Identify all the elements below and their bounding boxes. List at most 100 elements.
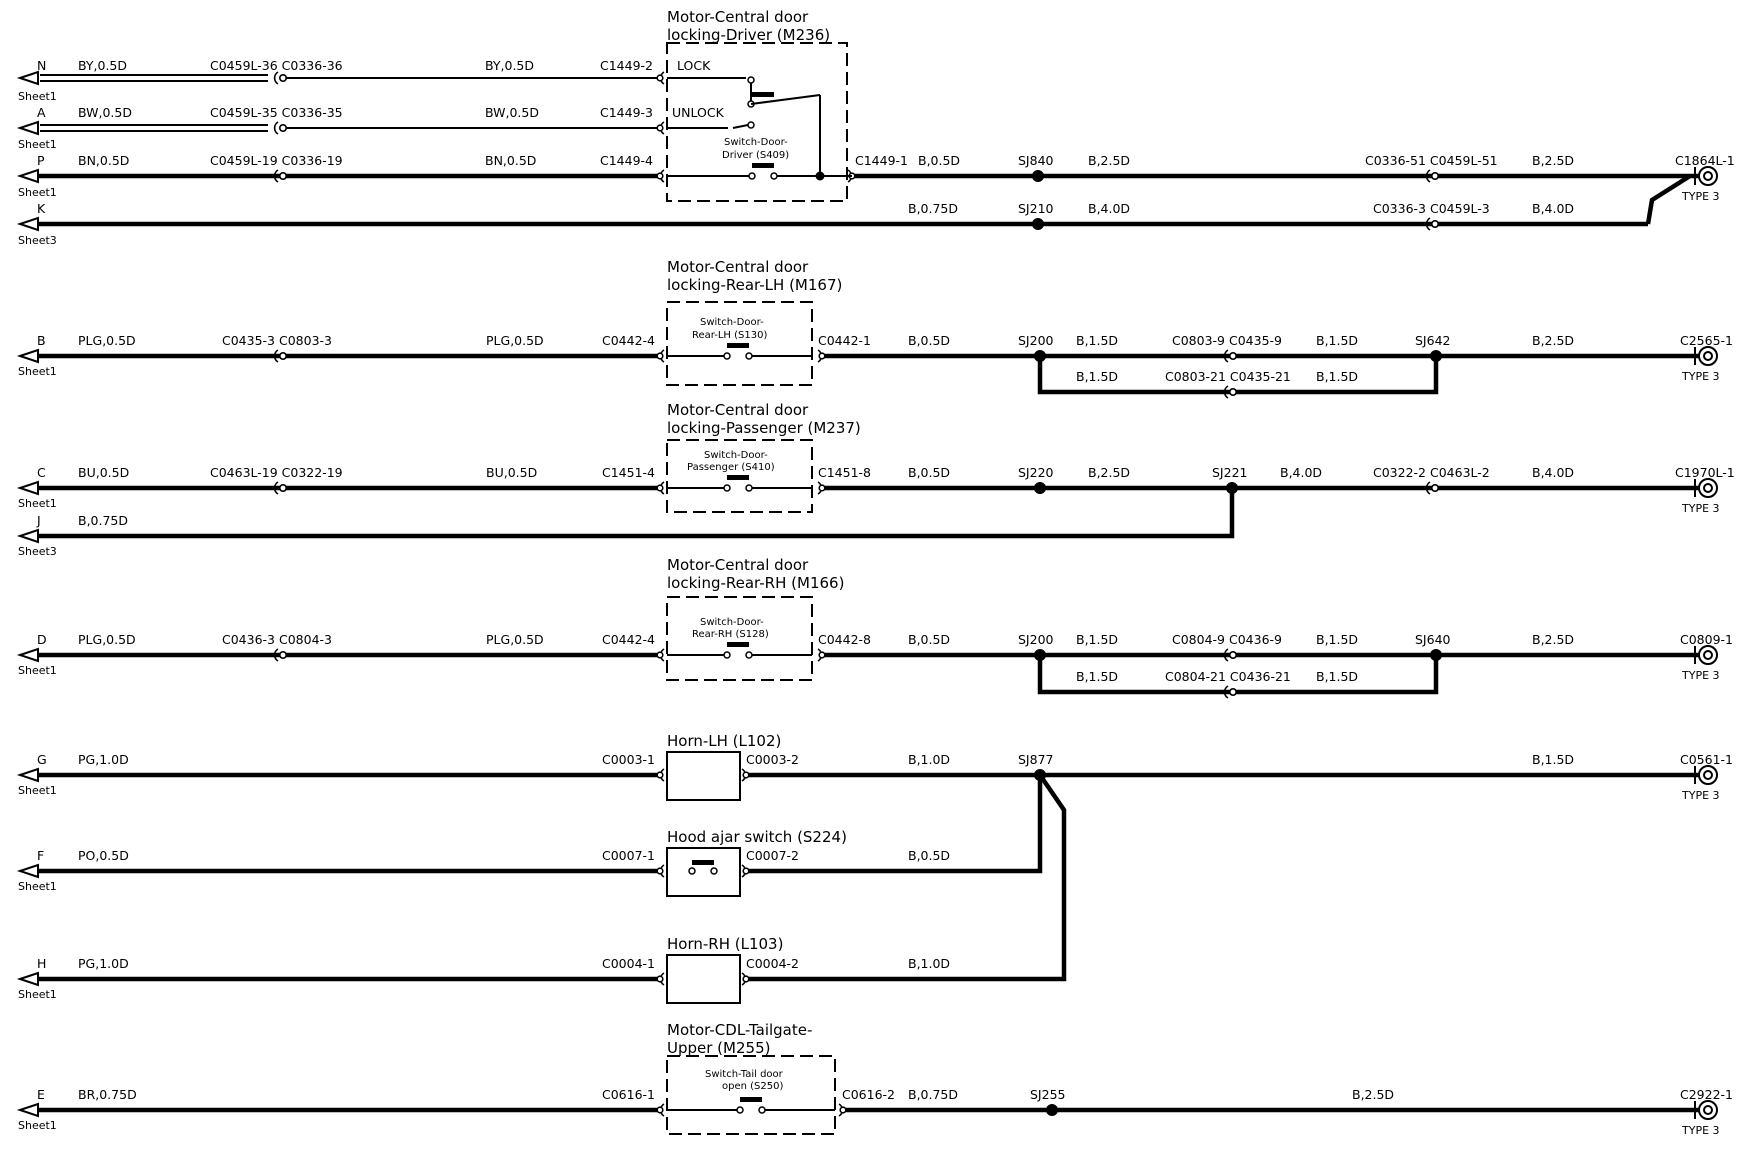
sheet-label[interactable]: Sheet3	[18, 545, 57, 558]
wire-label: BU,0.5D	[486, 465, 537, 480]
sheet-label[interactable]: Sheet1	[18, 988, 57, 1001]
row-letter: E	[37, 1087, 45, 1102]
pin-icon	[656, 481, 665, 495]
wire-label: B,0.75D	[908, 1087, 958, 1102]
wire-label: B,4.0D	[1532, 465, 1574, 480]
connector-label: C0459L-19 C0336-19	[210, 153, 343, 168]
wire-label: B,2.5D	[1352, 1087, 1394, 1102]
component-title: Horn-RH (L103)	[667, 935, 783, 953]
connector-label: C0459L-35 C0336-35	[210, 105, 343, 120]
sheet-arrow-icon[interactable]	[19, 972, 39, 986]
component-title: Motor-CDL-Tailgate-	[667, 1021, 812, 1039]
pin-icon	[656, 768, 665, 782]
wire-label: B,1.0D	[908, 752, 950, 767]
splice-node	[1034, 350, 1046, 362]
sheet-arrow-icon[interactable]	[19, 648, 39, 662]
wire-label: B,0.5D	[918, 153, 960, 168]
pin-icon	[656, 71, 665, 85]
ground-icon	[1694, 166, 1718, 186]
horn-lh-component: Horn-LH (L102)	[666, 732, 781, 801]
row-letter: F	[37, 848, 44, 863]
splice-label: SJ840	[1018, 153, 1054, 168]
pin-label: C0616-1	[602, 1087, 655, 1102]
wire-label: B,1.5D	[1316, 632, 1358, 647]
pin-icon	[656, 648, 665, 662]
component-title: Horn-LH (L102)	[667, 732, 781, 750]
wire-label: PG,1.0D	[78, 752, 129, 767]
sheet-label[interactable]: Sheet1	[18, 138, 57, 151]
pin-icon	[656, 121, 665, 135]
ground-label: C2565-1	[1680, 333, 1733, 348]
wire-label: BN,0.5D	[485, 153, 536, 168]
switch-label: Switch-Door-	[700, 617, 764, 628]
wire-label: BU,0.5D	[78, 465, 129, 480]
sheet-label[interactable]: Sheet1	[18, 90, 57, 103]
sheet-arrow-icon[interactable]	[19, 768, 39, 782]
sheet-arrow-icon[interactable]	[19, 1103, 39, 1117]
row-letter: B	[37, 333, 46, 348]
pin-label: C1451-8	[818, 465, 871, 480]
connector-label: C0436-3 C0804-3	[222, 632, 332, 647]
pin-label: C1449-3	[600, 105, 653, 120]
component-title: Motor-Central door	[667, 258, 809, 276]
ground-type-label: TYPE 3	[1681, 370, 1720, 383]
ground-icon	[1694, 346, 1718, 366]
splice-node	[1034, 649, 1046, 661]
sheet-arrow-icon[interactable]	[19, 217, 39, 231]
row-d: D Sheet1 PLG,0.5D C0436-3 C0804-3 PLG,0.…	[18, 632, 1733, 699]
sheet-arrow-icon[interactable]	[19, 529, 39, 543]
wire-label: B,1.5D	[1076, 632, 1118, 647]
ground-type-label: TYPE 3	[1681, 789, 1720, 802]
motor-tailgate-component: Motor-CDL-Tailgate- Upper (M255) Switch-…	[666, 1021, 836, 1135]
wire-label: B,2.5D	[1088, 153, 1130, 168]
sheet-arrow-icon[interactable]	[19, 169, 39, 183]
motor-passenger-component: Motor-Central door locking-Passenger (M2…	[666, 401, 861, 513]
sheet-arrow-icon[interactable]	[19, 349, 39, 363]
component-title: Hood ajar switch (S224)	[667, 828, 847, 846]
pin-icon	[817, 648, 826, 662]
sheet-arrow-icon[interactable]	[19, 481, 39, 495]
sheet-arrow-icon[interactable]	[19, 121, 39, 135]
row-letter: C	[37, 465, 46, 480]
pin-label: C1449-4	[600, 153, 653, 168]
wire-label: B,1.5D	[1076, 333, 1118, 348]
switch-label: Driver (S409)	[722, 150, 789, 161]
sheet-label[interactable]: Sheet1	[18, 880, 57, 893]
pin-icon	[741, 864, 750, 878]
motor-rear-lh-component: Motor-Central door locking-Rear-LH (M167…	[666, 258, 842, 386]
ground-label: C2922-1	[1680, 1087, 1733, 1102]
pin-label: C0003-2	[746, 752, 799, 767]
ground-type-label: TYPE 3	[1681, 502, 1720, 515]
row-letter: G	[37, 752, 47, 767]
sheet-arrow-icon[interactable]	[19, 71, 39, 85]
connector-label: C0804-9 C0436-9	[1172, 632, 1282, 647]
ground-type-label: TYPE 3	[1681, 190, 1720, 203]
component-title: locking-Passenger (M237)	[667, 419, 861, 437]
wire-label: B,0.5D	[908, 333, 950, 348]
sheet-label[interactable]: Sheet1	[18, 1119, 57, 1132]
sheet-label[interactable]: Sheet3	[18, 234, 57, 247]
row-a: A Sheet1 BW,0.5D C0459L-35 C0336-35 BW,0…	[18, 105, 665, 151]
switch-label: Passenger (S410)	[687, 462, 775, 473]
component-title: locking-Driver (M236)	[667, 26, 830, 44]
sheet-label[interactable]: Sheet1	[18, 365, 57, 378]
pin-icon	[656, 349, 665, 363]
row-letter: K	[37, 201, 46, 216]
ground-icon	[1694, 478, 1718, 498]
sheet-label[interactable]: Sheet1	[18, 497, 57, 510]
switch-label: Switch-Door-	[704, 450, 768, 461]
sheet-label[interactable]: Sheet1	[18, 186, 57, 199]
wire-label: B,2.5D	[1088, 465, 1130, 480]
row-letter: A	[37, 105, 46, 120]
row-f: F Sheet1 PO,0.5D C0007-1 C0007-2 B,0.5D	[18, 775, 1043, 893]
row-j: J Sheet3 B,0.75D	[18, 488, 1235, 558]
pin-label: C0007-1	[602, 848, 655, 863]
pin-icon	[741, 972, 750, 986]
sheet-arrow-icon[interactable]	[19, 864, 39, 878]
pin-icon	[838, 1103, 847, 1117]
pin-label: C0003-1	[602, 752, 655, 767]
row-letter: N	[37, 58, 46, 73]
sheet-label[interactable]: Sheet1	[18, 784, 57, 797]
pin-label: C0442-4	[602, 632, 655, 647]
sheet-label[interactable]: Sheet1	[18, 664, 57, 677]
